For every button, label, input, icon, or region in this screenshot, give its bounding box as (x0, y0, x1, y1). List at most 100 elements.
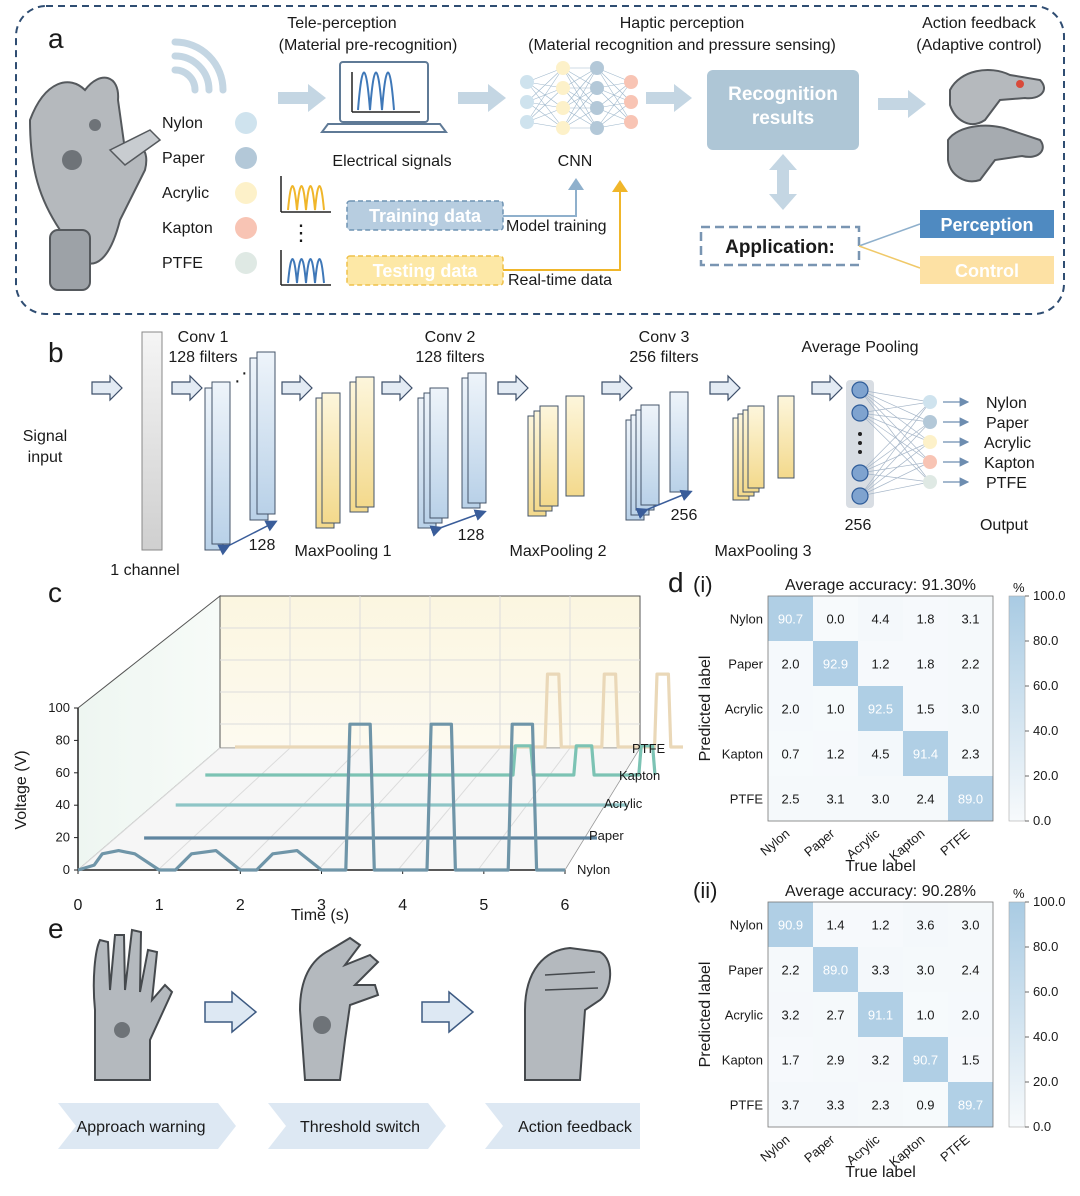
x-axis-label: True label (845, 1164, 916, 1181)
model-training-connector (503, 186, 577, 217)
bidirectional-arrow-icon (769, 154, 797, 210)
matrix-title: Average accuracy: 90.28% (785, 883, 976, 900)
y-tick-label: 40 (56, 797, 70, 812)
material-label: Nylon (162, 115, 203, 132)
realtime-data-connector (503, 188, 621, 271)
series-label-acrylic: Acrylic (604, 796, 643, 811)
step-chevron-action-feedback (485, 1103, 640, 1149)
y-tick-label: 0 (63, 862, 70, 877)
colorbar-tick-label: 40.0 (1033, 723, 1058, 738)
colorbar-tick-label: 0.0 (1033, 1119, 1051, 1134)
matrix-title: Average accuracy: 91.30% (785, 577, 976, 594)
input-channel-bar (141, 331, 163, 551)
output-class-label: Paper (986, 415, 1029, 432)
matrix-cell (813, 992, 858, 1037)
layer-arrow-icon (497, 374, 529, 402)
material-label: Kapton (162, 220, 213, 237)
y-axis-label: Voltage (V) (13, 750, 30, 829)
cnn-network-icon (520, 61, 638, 135)
training-signal-icon (280, 176, 331, 213)
column-label: PTFE (937, 1132, 972, 1165)
open-hand-image (92, 928, 174, 1081)
row-label: Acrylic (725, 1008, 764, 1023)
panel-b: b Signal input 1 channel · · 128 Conv 1 … (23, 329, 1035, 579)
output-class-label: Acrylic (984, 435, 1031, 452)
step-label-approach-warning: Approach warning (77, 1119, 206, 1136)
conv3-title: Conv 3 (639, 329, 690, 346)
matrix-cell (948, 776, 993, 821)
matrix-value: 1.2 (871, 918, 889, 933)
model-training-arrowhead-icon (568, 178, 584, 190)
matrix-value: 89.0 (958, 792, 983, 807)
flow-arrow-icon (278, 84, 326, 112)
series-line-ptfe (235, 672, 683, 749)
material-item: PTFE (162, 252, 257, 274)
row-label: Nylon (730, 918, 763, 933)
colorbar-tick-label: 80.0 (1033, 633, 1058, 648)
matrix-cell (858, 641, 903, 686)
colorbar (1008, 901, 1026, 1128)
flow-arrow-icon (878, 90, 926, 118)
layer-arrow-icon (601, 374, 633, 402)
column-label: Nylon (757, 1132, 792, 1165)
material-dot (235, 112, 257, 134)
robot-hand-pair-image (947, 69, 1045, 183)
material-dot (235, 182, 257, 204)
conv3-filters (625, 391, 689, 521)
signal-input-line2: input (28, 449, 63, 466)
maxpool1-label: MaxPooling 1 (295, 543, 392, 560)
conv1-depth-label: 128 (249, 537, 276, 554)
matrix-cell (858, 1082, 903, 1127)
ellipsis-vertical: ⋮ (290, 220, 312, 245)
testing-data-label: Testing data (373, 261, 479, 281)
x-tick-label: 6 (561, 897, 570, 914)
conv3-depth-label: 256 (671, 507, 698, 524)
flow-arrows (278, 84, 926, 118)
matrix-value: 2.2 (781, 963, 799, 978)
matrix-value: 1.8 (916, 612, 934, 627)
y-axis-label: Predicted label (697, 656, 714, 762)
action-feedback-subtitle: (Adaptive control) (916, 37, 1041, 54)
matrix-cell (858, 731, 903, 776)
x-tick-label: 1 (155, 897, 164, 914)
matrix-value: 3.1 (961, 612, 979, 627)
row-label: PTFE (730, 792, 764, 807)
matrix-cell (768, 731, 813, 776)
matrix-value: 0.0 (826, 612, 844, 627)
application-box (699, 225, 861, 267)
maxpool2-label: MaxPooling 2 (510, 543, 607, 560)
x-axis-label: True label (845, 858, 916, 875)
step-chevron-threshold-switch (268, 1103, 446, 1149)
matrix-cell (948, 992, 993, 1037)
haptic-perception-title: Haptic perception (620, 15, 745, 32)
matrix-cell (858, 776, 903, 821)
output-class-label: Nylon (986, 395, 1027, 412)
conv2-title: Conv 2 (425, 329, 476, 346)
half-closed-hand-image (298, 936, 380, 1081)
matrix-cell (858, 596, 903, 641)
conv2-filters (417, 372, 487, 529)
signal-input-line1: Signal (23, 428, 67, 445)
matrix-value: 91.4 (913, 747, 938, 762)
matrix-frame (767, 901, 994, 1128)
matrix-value: 0.7 (781, 747, 799, 762)
colorbar-tick-label: 20.0 (1033, 768, 1058, 783)
series-label-ptfe: PTFE (632, 741, 666, 756)
output-class-label: PTFE (986, 475, 1027, 492)
matrix-value: 2.3 (871, 1098, 889, 1113)
one-channel-label: 1 channel (110, 562, 179, 579)
colorbar-tick-label: 60.0 (1033, 678, 1058, 693)
matrix-cell (858, 947, 903, 992)
column-label: Paper (801, 1131, 838, 1165)
row-label: Nylon (730, 612, 763, 627)
matrix-cell (903, 596, 948, 641)
layer-arrows (91, 374, 843, 402)
matrix-value: 1.2 (826, 747, 844, 762)
matrix-cell (948, 641, 993, 686)
panel-label-d-i: (i) (693, 572, 713, 597)
panel-a: a Nylon Paper Acrylic (15, 5, 1065, 315)
matrix-cell (948, 1037, 993, 1082)
step-label-threshold-switch: Threshold switch (300, 1119, 420, 1136)
conv1-filters (204, 351, 276, 551)
